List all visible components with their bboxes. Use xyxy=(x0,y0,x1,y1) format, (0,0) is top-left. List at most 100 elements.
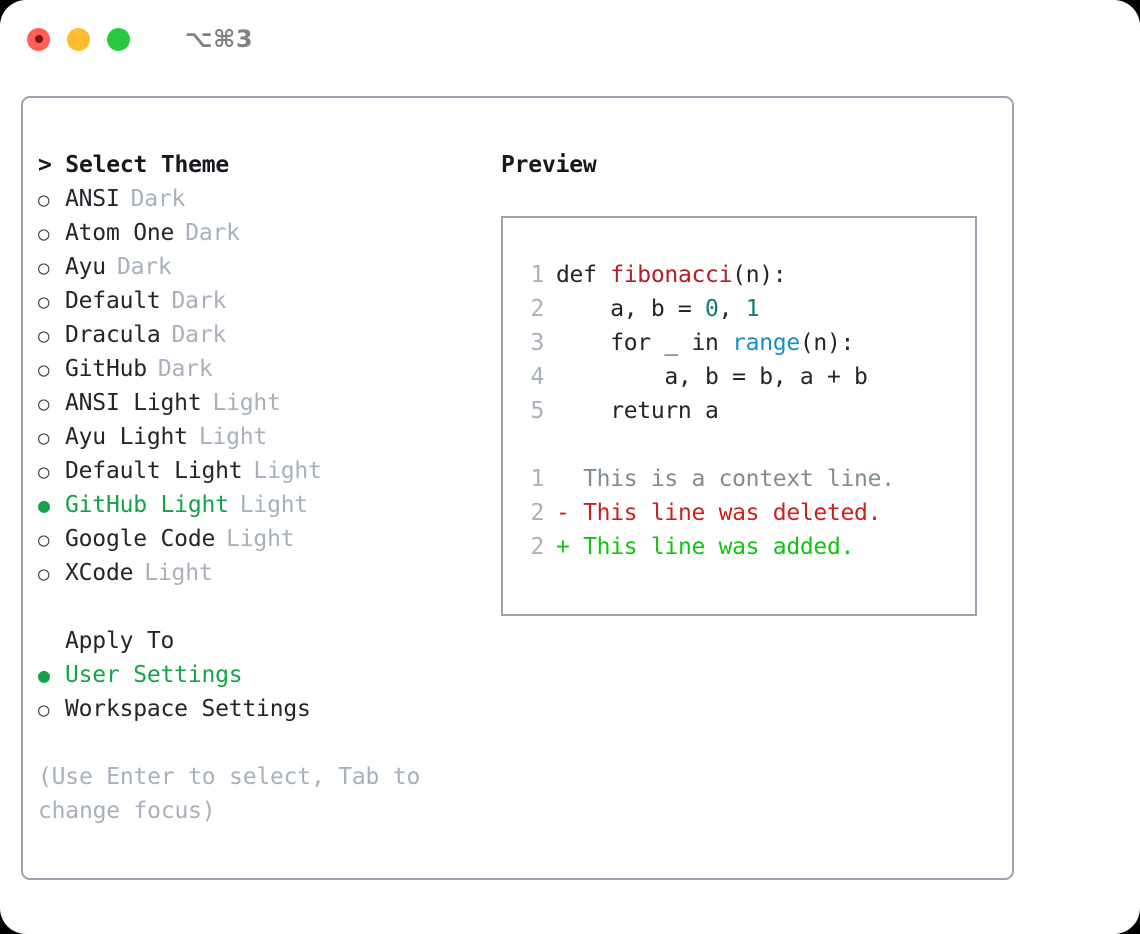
apply-to-list[interactable]: ● User Settings ○ Workspace Settings xyxy=(38,658,488,726)
diff-marker: - xyxy=(556,500,570,526)
radio-unselected-icon: ○ xyxy=(38,699,50,721)
radio-unselected-icon: ○ xyxy=(38,427,50,449)
theme-list-item[interactable]: ○ ANSI Light Light xyxy=(38,386,488,420)
code-line-text: return a xyxy=(556,394,719,428)
theme-variant-tag: Dark xyxy=(130,186,186,212)
theme-list-item[interactable]: ○ Default Light Light xyxy=(38,454,488,488)
line-number: 4 xyxy=(530,364,544,390)
code-line: 5 return a xyxy=(516,394,895,428)
theme-variant-tag: Light xyxy=(144,560,213,586)
line-number: 2 xyxy=(530,534,544,560)
theme-name-label: XCode xyxy=(65,560,134,586)
diff-line-text: This line was added. xyxy=(569,534,855,560)
theme-name-label: ANSI xyxy=(65,186,120,212)
theme-variant-tag: Dark xyxy=(157,356,213,382)
maximize-window-button[interactable] xyxy=(107,27,130,51)
code-token: return a xyxy=(556,398,719,424)
theme-variant-tag: Light xyxy=(226,526,295,552)
theme-variant-tag: Dark xyxy=(185,220,240,246)
select-theme-heading: > Select Theme xyxy=(38,152,230,178)
code-line: 1 def fibonacci(n): xyxy=(516,258,895,292)
theme-list-item[interactable]: ○ Atom One Dark xyxy=(38,216,488,250)
line-number: 3 xyxy=(530,330,544,356)
theme-name-label: Google Code xyxy=(65,526,216,552)
apply-to-item[interactable]: ○ Workspace Settings xyxy=(38,692,488,726)
code-token: (n): xyxy=(732,262,787,288)
theme-list-item[interactable]: ○ Google Code Light xyxy=(38,522,488,556)
keyboard-hint-text: (Use Enter to select, Tab to change focu… xyxy=(38,764,421,824)
apply-to-label: Workspace Settings xyxy=(65,696,311,722)
diff-marker xyxy=(556,462,570,496)
diff-line: 2- This line was deleted. xyxy=(516,496,895,530)
line-number: 2 xyxy=(530,500,544,526)
theme-variant-tag: Light xyxy=(212,390,281,416)
radio-unselected-icon: ○ xyxy=(38,291,50,313)
theme-variant-tag: Dark xyxy=(116,254,172,280)
close-window-button[interactable] xyxy=(27,27,50,51)
apply-to-label: User Settings xyxy=(65,662,243,688)
code-line: 3 for _ in range(n): xyxy=(516,326,895,360)
code-token: 0 xyxy=(705,296,719,322)
code-token: 1 xyxy=(745,296,760,322)
diff-line: 1 This is a context line. xyxy=(516,462,895,496)
radio-unselected-icon: ○ xyxy=(38,461,50,483)
theme-variant-tag: Light xyxy=(198,424,268,450)
theme-list-item[interactable]: ○ ANSI Dark xyxy=(38,182,488,216)
apply-to-item[interactable]: ● User Settings xyxy=(38,658,488,692)
theme-list-item[interactable]: ○ Ayu Light Light xyxy=(38,420,488,454)
theme-name-label: Default Light xyxy=(65,458,243,484)
traffic-light-group xyxy=(27,27,130,51)
line-number: 5 xyxy=(530,398,544,424)
theme-list-item[interactable]: ○ XCode Light xyxy=(38,556,488,590)
theme-name-label: ANSI Light xyxy=(65,390,202,416)
line-number: 2 xyxy=(530,296,544,322)
radio-unselected-icon: ○ xyxy=(38,189,50,211)
code-line-text: a, b = b, a + b xyxy=(556,360,868,394)
preview-heading: Preview xyxy=(501,152,597,178)
radio-unselected-icon: ○ xyxy=(38,223,50,245)
line-number: 1 xyxy=(530,262,544,288)
theme-variant-tag: Dark xyxy=(171,322,227,348)
diff-line-text: This is a context line. xyxy=(569,466,895,492)
code-token: a, b = b, a + b xyxy=(556,364,868,390)
radio-selected-icon: ● xyxy=(38,663,50,687)
theme-variant-tag: Light xyxy=(253,458,322,484)
theme-name-label: Ayu Light xyxy=(65,424,188,450)
apply-to-heading: Apply To xyxy=(65,628,175,654)
keyboard-shortcut-label: ⌥⌘3 xyxy=(185,25,254,53)
code-line-text: def fibonacci(n): xyxy=(556,258,787,292)
close-icon xyxy=(34,35,43,43)
line-number: 1 xyxy=(530,466,544,492)
code-line-text: a, b = 0, 1 xyxy=(556,292,759,326)
theme-name-label: Ayu xyxy=(65,254,106,280)
theme-name-label: GitHub xyxy=(65,356,147,382)
code-token: def xyxy=(556,262,611,288)
theme-name-label: Atom One xyxy=(65,220,175,246)
title-bar: ⌥⌘3 xyxy=(0,0,1140,78)
diff-line: 2 + This line was added. xyxy=(516,530,895,564)
radio-unselected-icon: ○ xyxy=(38,325,50,347)
theme-list-item[interactable]: ○ GitHub Dark xyxy=(38,352,488,386)
diff-line-text: This line was deleted. xyxy=(569,500,882,526)
radio-unselected-icon: ○ xyxy=(38,529,50,551)
radio-unselected-icon: ○ xyxy=(38,563,50,585)
minimize-window-button[interactable] xyxy=(67,27,90,51)
radio-unselected-icon: ○ xyxy=(38,393,50,415)
code-token: for _ in xyxy=(556,330,733,356)
diff-marker: + xyxy=(556,534,570,560)
code-token: a, b = xyxy=(556,296,706,322)
theme-variant-tag: Light xyxy=(239,492,309,518)
code-line-text: for _ in range(n): xyxy=(556,326,854,360)
radio-unselected-icon: ○ xyxy=(38,359,50,381)
theme-name-label: GitHub Light xyxy=(65,492,229,518)
